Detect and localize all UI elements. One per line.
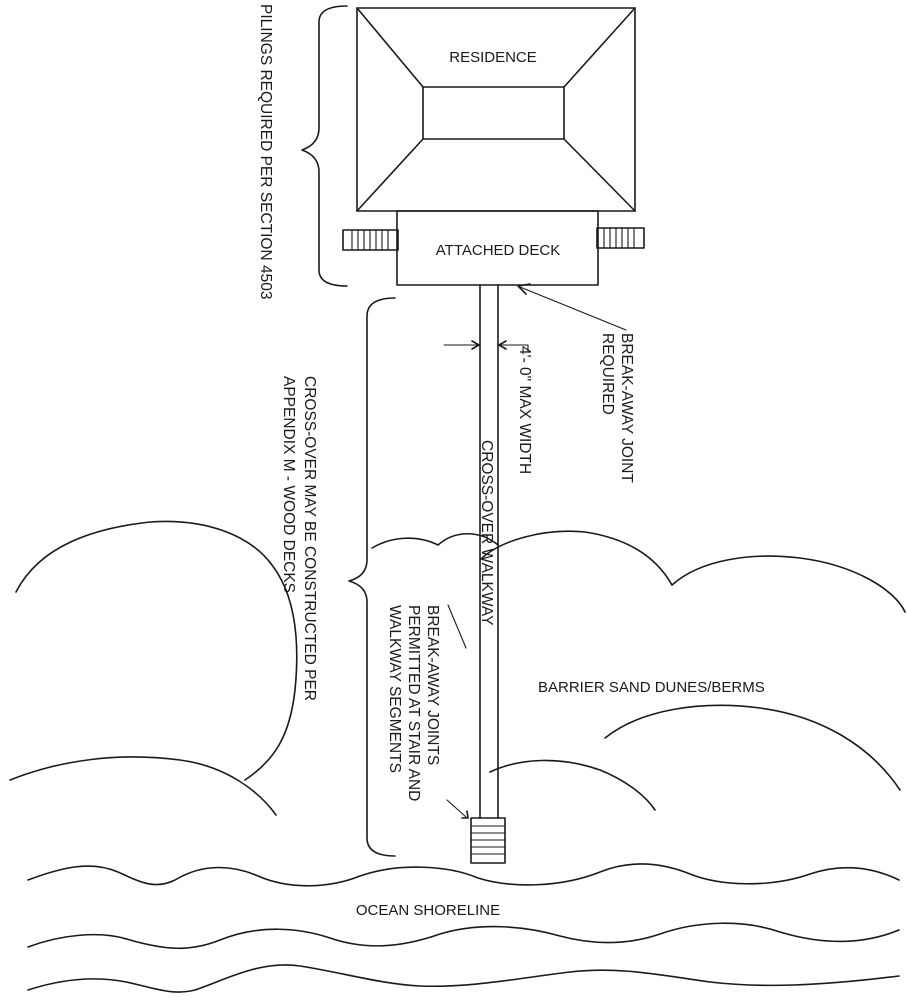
breakaway-joints-label-1: BREAK-AWAY JOINTS [424, 605, 441, 765]
breakaway-leader [519, 286, 627, 331]
attached-deck: ATTACHED DECK [396, 210, 599, 286]
end-stair [470, 817, 506, 864]
attached-deck-label: ATTACHED DECK [436, 242, 560, 259]
breakaway-joints-label-3: WALKWAY SEGMENTS [386, 605, 403, 773]
breakaway-joint-label-2: REQUIRED [599, 333, 616, 415]
dunes-label: BARRIER SAND DUNES/BERMS [538, 679, 765, 696]
crossover-bracket [348, 297, 396, 857]
shoreline-label: OCEAN SHORELINE [356, 902, 500, 919]
crossover-note-1: CROSS-OVER MAY BE CONSTRUCTED PER [301, 376, 318, 701]
walkway-label: CROSS-OVER WALKWAY [478, 440, 495, 625]
residence: RESIDENCE [356, 7, 636, 212]
breakaway-joints-label-2: PERMITTED AT STAIR AND [405, 605, 422, 801]
pilings-note: PILINGS REQUIRED PER SECTION 4503 [257, 4, 274, 299]
right-stair [596, 227, 645, 249]
left-stair [342, 229, 399, 251]
ocean-shoreline: OCEAN SHORELINE [27, 863, 900, 993]
residence-label: RESIDENCE [449, 49, 537, 66]
max-width-label: 4'- 0" MAX WIDTH [516, 346, 533, 474]
pilings-bracket [301, 5, 348, 287]
crossover-walkway: CROSS-OVER WALKWAY [478, 284, 499, 819]
sand-dunes [9, 520, 906, 816]
breakaway-joint-label-1: BREAK-AWAY JOINT [618, 333, 635, 483]
crossover-note-2: APPENDIX M - WOOD DECKS [280, 376, 297, 593]
width-dimension: 4'- 0" MAX WIDTH [443, 340, 533, 474]
breakaway-joints-leader [447, 604, 467, 649]
